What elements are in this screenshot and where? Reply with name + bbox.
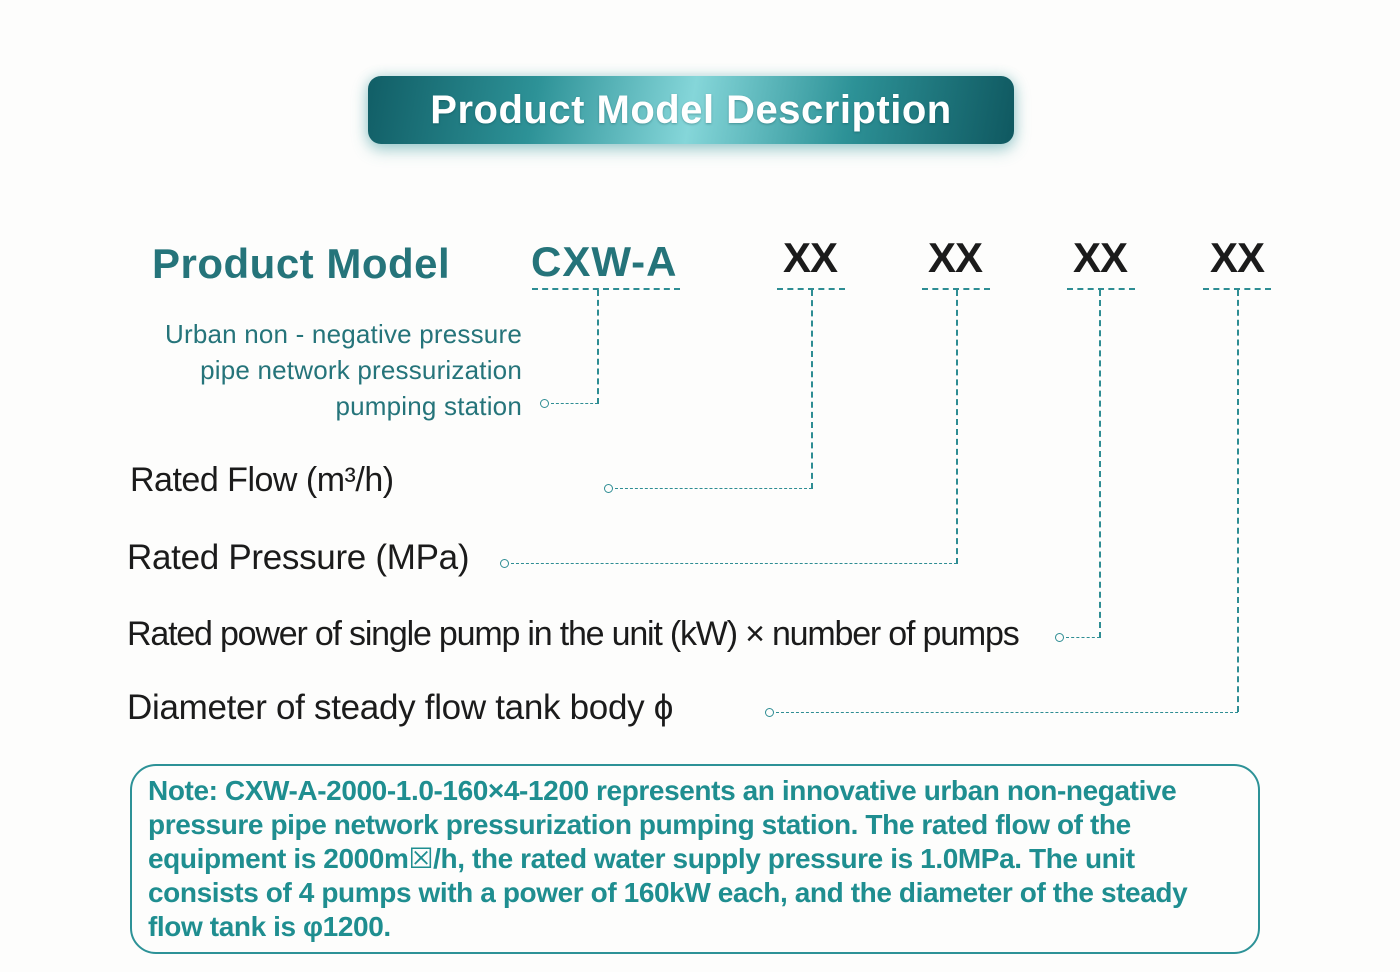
connector-dot-flow xyxy=(604,484,613,493)
connector-dot-power xyxy=(1055,633,1064,642)
note-line-3: equipment is 2000m☒/h, the rated water s… xyxy=(148,843,1135,874)
note-box: Note: CXW-A-2000-1.0-160×4-1200 represen… xyxy=(130,764,1260,954)
model-placeholder-flow: XX xyxy=(782,234,838,281)
connector-dot-pressure xyxy=(500,559,509,568)
connector-vertical-x2 xyxy=(956,290,958,564)
connector-horizontal-power xyxy=(1066,637,1100,638)
connector-vertical-x4 xyxy=(1237,290,1239,712)
dashed-underline-x2 xyxy=(922,288,990,290)
note-line-5: flow tank is φ1200. xyxy=(148,911,391,942)
series-line-3: pumping station xyxy=(335,391,522,421)
series-line-1: Urban non - negative pressure xyxy=(164,319,522,349)
field-label-rated-power: Rated power of single pump in the unit (… xyxy=(127,615,1020,653)
dashed-underline-prefix xyxy=(532,288,680,290)
note-line-4: consists of 4 pumps with a power of 160k… xyxy=(148,877,1188,908)
field-label-tank-diameter: Diameter of steady flow tank body ϕ xyxy=(127,688,674,727)
page-title-banner: Product Model Description xyxy=(368,76,1014,144)
series-line-2: pipe network pressurization xyxy=(200,355,522,385)
model-prefix-code: CXW-A xyxy=(531,238,678,285)
field-label-series: Urban non - negative pressure pipe netwo… xyxy=(130,316,522,424)
connector-dot-series xyxy=(540,399,549,408)
connector-dot-diameter xyxy=(765,708,774,717)
field-label-rated-flow: Rated Flow (m³/h) xyxy=(130,461,394,499)
connector-vertical-x1 xyxy=(811,290,813,489)
model-placeholder-power: XX xyxy=(1072,234,1128,281)
dashed-underline-x3 xyxy=(1067,288,1135,290)
product-model-label: Product Model xyxy=(152,240,451,287)
connector-horizontal-diameter xyxy=(776,712,1238,713)
model-placeholder-diameter: XX xyxy=(1209,234,1265,281)
connector-vertical-prefix xyxy=(597,290,599,404)
model-placeholder-pressure: XX xyxy=(927,234,983,281)
connector-horizontal-flow xyxy=(615,488,812,489)
field-label-rated-pressure: Rated Pressure (MPa) xyxy=(127,538,470,577)
dashed-underline-x4 xyxy=(1203,288,1271,290)
connector-vertical-x3 xyxy=(1099,290,1101,638)
connector-horizontal-series xyxy=(551,403,598,404)
dashed-underline-x1 xyxy=(777,288,845,290)
connector-horizontal-pressure xyxy=(511,563,957,564)
page-title: Product Model Description xyxy=(430,87,952,132)
note-line-1: Note: CXW-A-2000-1.0-160×4-1200 represen… xyxy=(148,775,1177,806)
note-line-2: pressure pipe network pressurization pum… xyxy=(148,809,1131,840)
